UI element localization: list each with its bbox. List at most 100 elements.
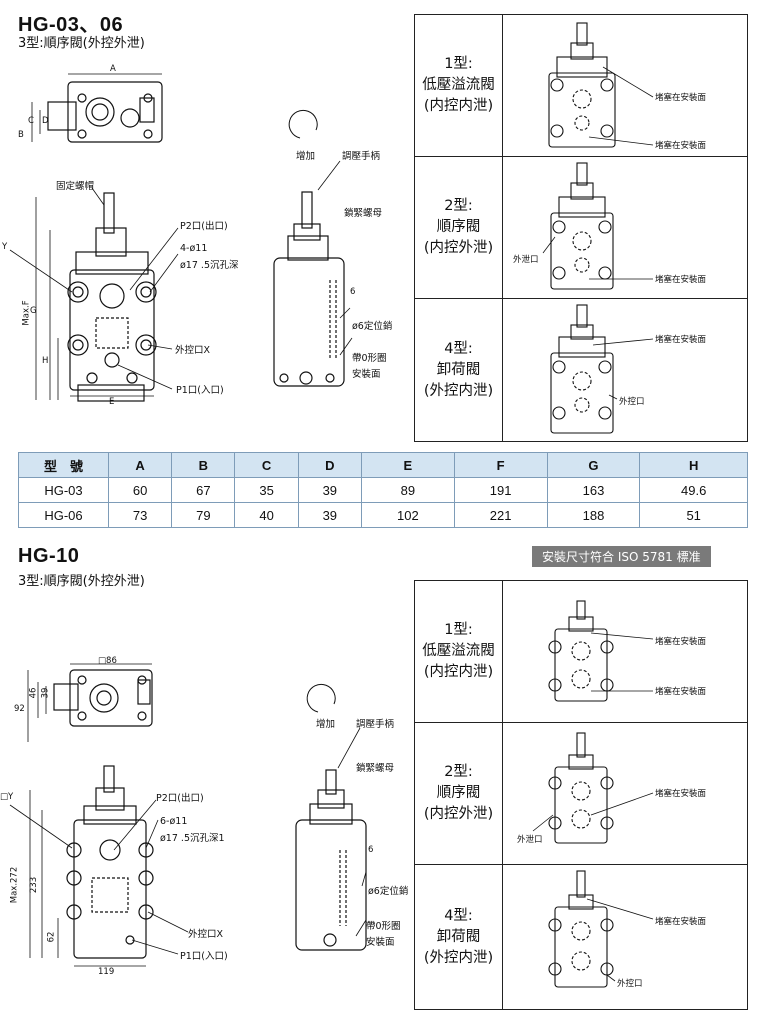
type1-callout-2: 堵塞在安裝面 (655, 141, 707, 151)
increase-label: 增加 (296, 151, 316, 162)
type4-callout-2: 外控口 (617, 979, 643, 989)
type4-label-line2: 卸荷閥 (436, 928, 481, 945)
dim-92-label: 92 (14, 704, 25, 714)
type1-label-line2: 低壓溢流閥 (422, 643, 495, 659)
iso-compliance-badge: 安裝尺寸符合 ISO 5781 標准 (532, 546, 711, 567)
dim-c-label: C (28, 116, 34, 126)
dim-g-label: G (30, 306, 37, 316)
dim-272-label: Max.272 (9, 866, 20, 904)
p1-port-label: P1口(入口) (176, 385, 224, 396)
table-cell: 49.6 (639, 477, 748, 503)
dim-6-label: 6 (368, 845, 374, 855)
table-header: A (107, 452, 173, 478)
p1-port-label: P1口(入口) (180, 951, 228, 962)
p2-port-label: P2口(出口) (156, 793, 204, 804)
type2-callout-2: 外泄口 (517, 835, 543, 845)
p2-port-label: P2口(出口) (180, 221, 228, 232)
type1-figure: 堵塞在安裝面 堵塞在安裝面 (503, 581, 747, 722)
type4-callout-1: 堵塞在安裝面 (655, 917, 707, 927)
section2-title: HG-10 (18, 545, 80, 567)
type1-figure: 堵塞在安裝面 堵塞在安裝面 (503, 15, 747, 156)
table-header: D (297, 452, 362, 478)
table-cell: 102 (360, 502, 455, 528)
section2-valve-drawing: □86 92 46 39 □Y Max.272 233 62 119 P2口(出… (0, 640, 410, 980)
type2-label-line3: (内控外泄) (423, 806, 494, 822)
type1-callout-2: 堵塞在安裝面 (655, 687, 707, 697)
mount-face-label: 安裝面 (366, 937, 395, 948)
type2-label: 2型: 順序閥 (内控外泄) (415, 723, 503, 864)
type1-label-line3: (内控内泄) (423, 98, 494, 114)
type4-figure: 堵塞在安裝面 外控口 (503, 865, 747, 1009)
lock-cap-label: 固定螺帽 (56, 181, 95, 192)
type4-label-line1: 4型: (444, 907, 473, 924)
type1-label: 1型: 低壓溢流閥 (内控内泄) (415, 15, 503, 156)
type4-label: 4型: 卸荷閥 (外控内泄) (415, 299, 503, 441)
dim-39-label: 39 (40, 687, 51, 699)
dim-y-label: Y (2, 242, 8, 252)
dim-h-label: H (42, 356, 49, 366)
table-cell: 73 (107, 502, 173, 528)
table-header: B (171, 452, 236, 478)
ext-control-port-label: 外控口X (175, 345, 211, 356)
table-row: HG-06 73 79 40 39 102 221 188 51 (18, 502, 748, 528)
type2-label-line1: 2型: (444, 198, 473, 214)
dim-a-label: A (110, 64, 116, 74)
type4-figure: 堵塞在安裝面 外控口 (503, 299, 747, 441)
table-header: E (360, 452, 455, 478)
section1-subtitle: 3型:順序閥(外控外泄) (18, 36, 145, 51)
type1-label-line3: (内控内泄) (423, 664, 494, 680)
oring-label: 帶0形圈 (352, 353, 387, 364)
counterbore-label: ø17 .5沉孔深 (180, 260, 239, 271)
section2-type4-row: 4型: 卸荷閥 (外控内泄) 堵塞在安裝面 外控口 (415, 865, 747, 1009)
type1-callout-1: 堵塞在安裝面 (655, 637, 707, 647)
type2-figure: 外泄口 堵塞在安裝面 (503, 157, 747, 298)
table-cell: 60 (107, 477, 173, 503)
lock-nut-label: 鎖緊螺母 (344, 208, 383, 219)
section1-type2-row: 2型: 順序閥 (内控外泄) 外泄口 堵塞在安裝 (415, 157, 747, 299)
table-cell: 39 (297, 477, 362, 503)
table-cell: 35 (234, 477, 299, 503)
table-cell: 163 (546, 477, 641, 503)
section2-type-panel: 1型: 低壓溢流閥 (内控内泄) 堵塞在安裝面 堵塞在安裝面 (414, 580, 748, 1010)
type4-label-line1: 4型: (444, 340, 473, 357)
section1-type4-row: 4型: 卸荷閥 (外控内泄) 堵塞在安裝面 外控 (415, 299, 747, 441)
dim-6-label: 6 (350, 287, 356, 297)
table-header: C (234, 452, 299, 478)
table-header: 型 號 (18, 452, 109, 478)
table-row: HG-03 60 67 35 39 89 191 163 49.6 (18, 477, 748, 503)
table-header: F (453, 452, 548, 478)
dim-119-label: 119 (98, 967, 115, 977)
type2-callout-1: 外泄口 (513, 255, 539, 265)
mounting-holes-label: 4-ø11 (180, 243, 208, 254)
table-cell: HG-06 (18, 502, 109, 528)
pin-label: ø6定位銷 (368, 886, 409, 897)
dim-46-label: 46 (28, 687, 39, 699)
table-cell: 79 (171, 502, 236, 528)
table-cell: 188 (546, 502, 641, 528)
type4-label-line2: 卸荷閥 (436, 361, 481, 378)
dimension-table: 型 號 A B C D E F G H HG-03 60 67 35 39 89… (18, 452, 748, 528)
handle-label: 調壓手柄 (342, 151, 381, 162)
type2-label-line3: (内控外泄) (423, 240, 494, 256)
table-cell: 221 (453, 502, 548, 528)
section1-valve-drawing: A B C D E Max.F G H Y 固定螺帽 P2口(出口) 4-ø11… (0, 60, 410, 440)
increase-label: 增加 (316, 719, 336, 730)
mount-face-label: 安裝面 (352, 369, 381, 380)
oring-label: 帶0形圈 (366, 921, 401, 932)
type4-callout-2: 外控口 (619, 397, 645, 407)
dim-y-label: □Y (0, 792, 14, 802)
type4-label: 4型: 卸荷閥 (外控内泄) (415, 865, 503, 1009)
table-cell: 51 (639, 502, 748, 528)
type2-callout-1: 堵塞在安裝面 (655, 789, 707, 799)
type2-callout-2: 堵塞在安裝面 (655, 275, 707, 285)
dimension-table-wrap: 型 號 A B C D E F G H HG-03 60 67 35 39 89… (18, 452, 748, 528)
section1-title: HG-03、06 (18, 14, 124, 36)
dim-e-label: E (109, 397, 115, 407)
type1-label-line2: 低壓溢流閥 (422, 77, 495, 93)
dim-233-label: 233 (29, 876, 40, 894)
type4-callout-1: 堵塞在安裝面 (655, 335, 707, 345)
table-cell: 40 (234, 502, 299, 528)
type2-figure: 堵塞在安裝面 外泄口 (503, 723, 747, 864)
type1-label-line1: 1型: (444, 622, 473, 638)
table-cell: 89 (360, 477, 455, 503)
